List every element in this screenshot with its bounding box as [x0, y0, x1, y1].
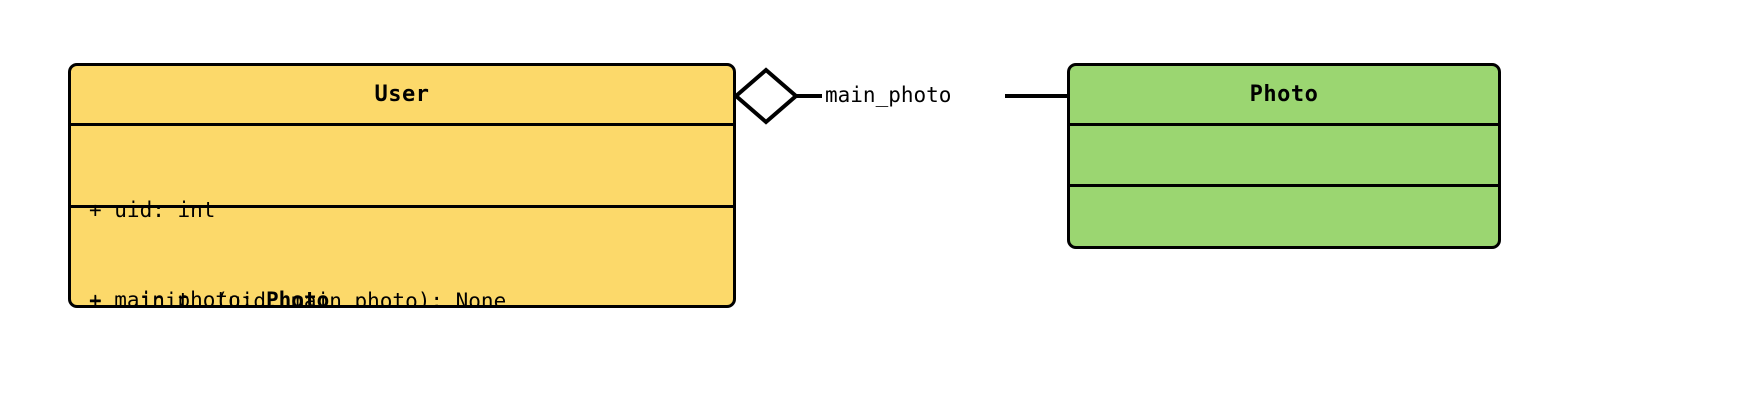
class-methods-compartment-photo: [1070, 184, 1498, 246]
class-box-user[interactable]: User + uid: int + main_photo: Photo + __…: [68, 63, 736, 308]
method-item: + __init__(uid, main_photo): None: [89, 289, 507, 308]
method-list-photo: [1070, 187, 1498, 207]
class-methods-compartment-user: + __init__(uid, main_photo): None: [71, 205, 733, 305]
attribute-text: + main_photo:: [89, 288, 267, 308]
class-name-user: User: [374, 82, 430, 107]
attribute-item: + main_photo: Photo: [89, 285, 719, 308]
class-title-compartment-user: User: [71, 66, 733, 123]
class-attributes-compartment-user: + uid: int + main_photo: Photo: [71, 123, 733, 305]
attribute-type-ref: Photo: [266, 288, 330, 308]
attribute-item: + uid: int: [89, 198, 216, 222]
class-attributes-compartment-photo: [1070, 123, 1498, 184]
association-label-main-photo: main_photo: [822, 82, 955, 108]
class-title-compartment-photo: Photo: [1070, 66, 1498, 123]
class-name-photo: Photo: [1249, 82, 1319, 107]
attribute-list-photo: [1070, 126, 1498, 146]
aggregation-diamond-icon: [732, 67, 800, 125]
method-list-user: + __init__(uid, main_photo): None: [71, 208, 733, 308]
attribute-list-user: + uid: int + main_photo: Photo: [71, 126, 733, 308]
class-box-photo[interactable]: Photo: [1067, 63, 1501, 249]
